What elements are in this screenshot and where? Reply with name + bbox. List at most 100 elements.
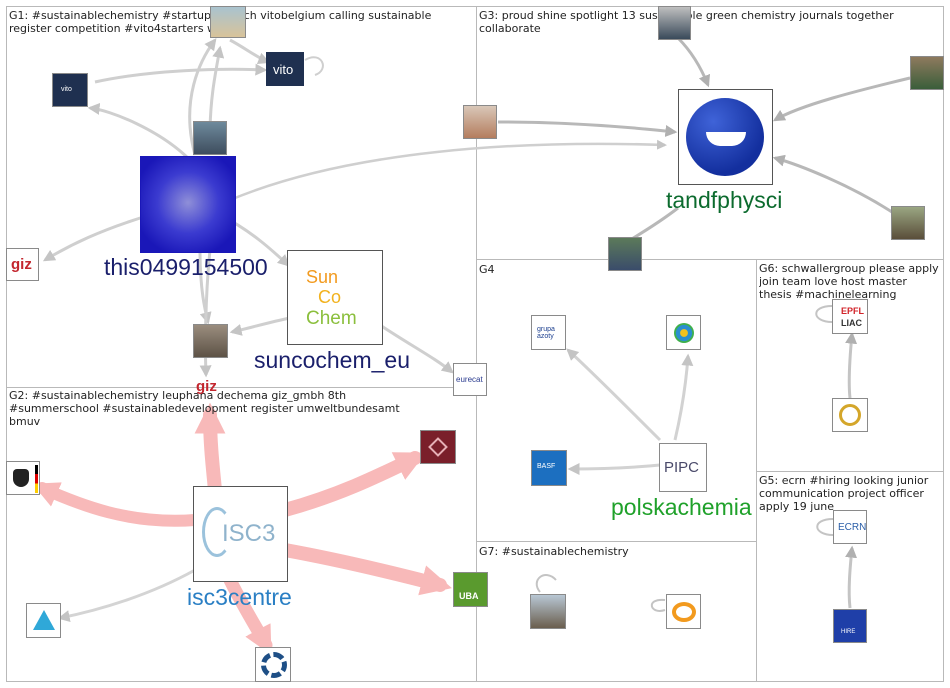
triangle-icon [33, 610, 55, 630]
node-person-right[interactable] [910, 56, 944, 90]
edge [229, 38, 271, 65]
node-person-top[interactable] [658, 6, 691, 40]
edge [650, 598, 666, 612]
giz-logo-text: giz [11, 256, 32, 273]
edge [673, 353, 694, 441]
edge [87, 102, 192, 162]
node-epfl-liac[interactable]: EPFL LIAC [832, 299, 868, 334]
node-german-eagle[interactable] [6, 461, 40, 495]
node-person-grey[interactable] [193, 324, 228, 358]
edge [229, 139, 667, 202]
group-label-g5: G5: ecrn #hiring looking junior communic… [759, 474, 929, 513]
node-person-bottom-left[interactable] [608, 237, 642, 271]
node-flower-logo[interactable] [666, 315, 701, 350]
node-tandfphysci[interactable] [678, 89, 773, 185]
edge [188, 38, 217, 156]
node-this0499154500[interactable] [140, 156, 236, 253]
g2-edges [32, 402, 452, 656]
edge [57, 568, 196, 622]
edge [278, 451, 427, 517]
node-ecrn[interactable]: ECRN [833, 510, 867, 544]
isc3-logo-text: ISC3 [222, 520, 276, 547]
edge [199, 249, 212, 378]
node-hire[interactable]: HIRE [833, 609, 867, 643]
flower-icon [674, 323, 694, 343]
edge [815, 305, 833, 323]
node-person-left[interactable] [463, 105, 497, 139]
pipc-logo-text: PIPC [664, 459, 700, 476]
node-flask-logo[interactable] [255, 647, 291, 682]
laurel-icon [839, 404, 861, 426]
suncochem-logo-co: Co [318, 287, 342, 307]
flag-stripe [35, 465, 38, 493]
suncochem-logo-sun: Sun [306, 267, 339, 287]
label-this0499154500: this0499154500 [104, 254, 268, 280]
node-cube-logo[interactable] [420, 430, 456, 464]
node-eurecat[interactable]: eurecat [453, 363, 487, 396]
edge [772, 154, 893, 214]
node-giz[interactable]: giz [6, 248, 39, 281]
suncochem-logo-chem: Chem [306, 308, 357, 329]
giz2-logo-text: giz [196, 378, 217, 395]
epfl-logo-text: EPFL [841, 306, 865, 316]
node-person-bottom-right[interactable] [891, 206, 925, 240]
edge [845, 545, 858, 609]
vito-small-logo-text: vito [61, 86, 72, 93]
uba-logo-text: UBA [459, 591, 479, 601]
node-giz-2[interactable]: giz [193, 374, 225, 400]
node-uba[interactable]: UBA [453, 572, 488, 607]
edge [229, 316, 291, 336]
group-label-g6: G6: schwallergroup please apply join tea… [759, 262, 939, 301]
node-ring-logo[interactable] [666, 594, 701, 629]
edge [845, 331, 858, 399]
edge [94, 63, 268, 84]
edge [278, 543, 452, 596]
label-polskachemia: polskachemia [611, 494, 752, 520]
node-vito[interactable]: vito [266, 52, 304, 86]
group-label-g7: G7: #sustainablechemistry [479, 545, 629, 558]
hire-logo-text: HIRE [841, 629, 856, 635]
node-polskachemia[interactable]: PIPC [659, 443, 707, 492]
cube-icon [428, 437, 448, 457]
node-suncochem_eu[interactable]: Sun Co Chem [287, 250, 383, 345]
gear-flask-icon [261, 652, 287, 678]
eurecat-logo-text: eurecat [456, 375, 483, 384]
node-person-small[interactable] [193, 121, 227, 155]
eagle-icon [13, 469, 29, 487]
edge [772, 76, 911, 122]
node-photo-landscape[interactable] [210, 6, 246, 38]
ring-icon [672, 602, 696, 622]
edge [567, 462, 661, 475]
edge [223, 573, 273, 656]
node-basf[interactable]: BASF [531, 450, 567, 486]
vito-logo-text: vito [273, 62, 294, 77]
label-suncochem_eu: suncochem_eu [254, 347, 410, 373]
liac-logo-text: LIAC [841, 318, 862, 328]
node-triangle-logo[interactable] [26, 603, 61, 638]
label-isc3centre: isc3centre [187, 584, 292, 610]
group-label-g2: G2: #sustainablechemistry leuphana deche… [9, 389, 400, 428]
node-person-g7[interactable] [530, 594, 566, 629]
group-label-g3: G3: proud shine spotlight 13 sustainable… [479, 9, 894, 35]
lamp-icon [706, 132, 746, 146]
group-label-g4: G4 [479, 263, 495, 276]
label-tandfphysci: tandfphysci [666, 187, 783, 213]
ecrn-logo-text: ECRN [838, 522, 867, 533]
edge [304, 56, 324, 76]
edge [676, 36, 711, 88]
edge [816, 518, 834, 536]
edge [497, 120, 678, 137]
g4-edges [566, 348, 694, 475]
edge [566, 348, 662, 442]
node-isc3centre[interactable]: ISC3 [193, 486, 288, 582]
isc3-swirl-icon [202, 507, 232, 557]
node-award-badge[interactable] [832, 398, 868, 432]
node-vito-small[interactable]: vito [52, 73, 88, 107]
edge [194, 402, 226, 497]
basf-logo-text: BASF [537, 463, 556, 470]
g6-g5-edges [815, 305, 858, 609]
